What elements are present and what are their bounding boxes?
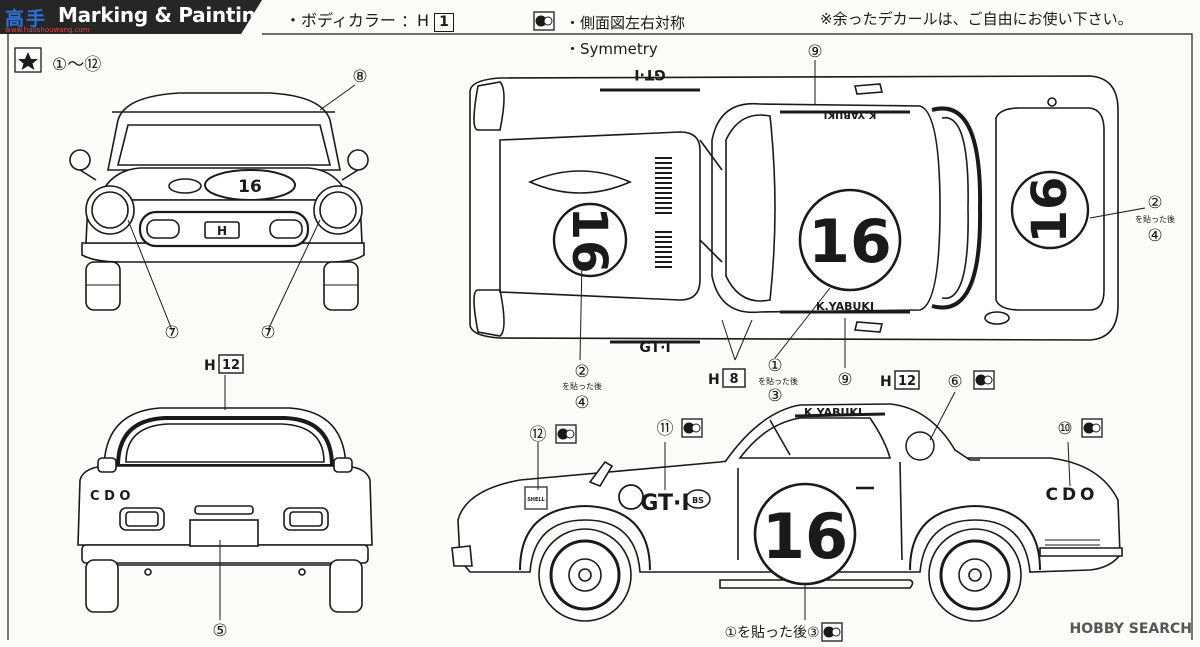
hobby-search-watermark: HOBBY SEARCH: [1069, 621, 1192, 637]
side-h12-box: [894, 370, 920, 390]
logo-text: 高手网: [5, 8, 48, 57]
side-note-jp: ・側面図左右対称: [565, 14, 686, 32]
side-h-label: H: [880, 374, 892, 390]
callout-12: ⑫: [530, 425, 547, 445]
mirror-symbol-10: [1081, 418, 1103, 438]
mirror-symbol-12: [555, 424, 577, 444]
note-after-apply-hood: を貼った後: [562, 381, 602, 391]
body-color-note: ・ボディカラー ：H 1: [285, 7, 454, 32]
top-hood-number: 16: [561, 207, 617, 274]
decal-range: ①〜⑫: [52, 55, 102, 75]
callout-10: ⑩: [1057, 419, 1072, 439]
callout-1-top: ①: [767, 356, 782, 376]
rear-cdo-left: C D O: [90, 489, 130, 504]
star-icon: [14, 47, 42, 73]
callout-2-trunk: ②: [1147, 193, 1162, 213]
top-h8-box: [722, 368, 746, 388]
rear-h12-box: [218, 354, 244, 374]
top-h8-code: 8: [729, 372, 738, 387]
callout-9-top: ⑨: [807, 42, 822, 62]
top-gt-upper: GT·I: [634, 66, 665, 82]
logo-url: www.haoshouwang.com: [5, 26, 90, 34]
front-view: H: [69, 92, 369, 311]
top-decals: [552, 88, 1090, 344]
leftover-decal-note: ※余ったデカールは、ご自由にお使い下さい。: [820, 10, 1133, 28]
site-logo: 高手网 www.haoshouwang.com: [3, 2, 90, 34]
callout-8-front: ⑧: [352, 67, 367, 87]
side-driver-name: K.YABUKI: [804, 406, 862, 419]
side-cdo-decal: CDO: [1045, 485, 1098, 505]
callout-7-left: ⑦: [164, 323, 179, 343]
top-leaders: [579, 60, 1146, 368]
side-shell-decal: SHELL: [527, 497, 545, 503]
rear-h-label: H: [204, 358, 216, 374]
note-after-apply-top: を貼った後: [758, 376, 798, 386]
mirror-symbol-6: [973, 370, 995, 390]
top-h-label: H: [708, 372, 720, 388]
callout-11: ⑪: [657, 419, 674, 439]
callout-3-top: ③: [767, 386, 782, 406]
svg-text:H: H: [217, 224, 227, 238]
top-driver-name-lower: K.YABUKI: [816, 300, 874, 313]
side-bs-decal: BS: [692, 496, 704, 505]
top-gt-lower: GT·I: [639, 340, 670, 356]
side-note-en: ・Symmetry: [565, 40, 658, 58]
note-after-apply-trunk: を貼った後: [1135, 214, 1175, 224]
callout-5: ⑤: [212, 621, 227, 641]
top-driver-name-upper: K.YABUKI: [824, 109, 877, 120]
callout-7-right: ⑦: [260, 323, 275, 343]
mirror-symbol-header: [533, 11, 555, 31]
page-title: Marking & Painting: [58, 3, 270, 27]
side-h12-code: 12: [898, 374, 916, 389]
side-number-decal: 16: [762, 500, 848, 573]
front-number-decal: 16: [238, 177, 262, 197]
callout-4-trunk: ④: [1147, 226, 1162, 246]
body-color-label: ・ボディカラー ：H: [285, 11, 429, 30]
rear-view: [77, 407, 373, 613]
side-leaders: [537, 391, 1071, 620]
body-color-code: 1: [434, 13, 454, 32]
side-decals: [524, 412, 1100, 586]
callout-9-bottom: ⑨: [837, 370, 852, 390]
top-trunk-number: 16: [1022, 177, 1078, 244]
mirror-symbol-bottom: [821, 622, 843, 642]
side-gt-decal: GT·I: [640, 491, 689, 516]
callout-6: ⑥: [947, 372, 962, 392]
note-bottom-apply: ①を貼った後③: [724, 625, 819, 641]
title-bar: 高手网 www.haoshouwang.com Marking & Painti…: [0, 0, 262, 34]
top-cockpit-number: 16: [808, 207, 892, 277]
mirror-symbol-11: [681, 418, 703, 438]
callout-2-hood: ②: [574, 362, 589, 382]
rear-leaders: [219, 375, 226, 620]
callout-4-hood: ④: [574, 393, 589, 413]
front-leaders: [127, 84, 356, 331]
rear-h12-code: 12: [222, 358, 240, 373]
